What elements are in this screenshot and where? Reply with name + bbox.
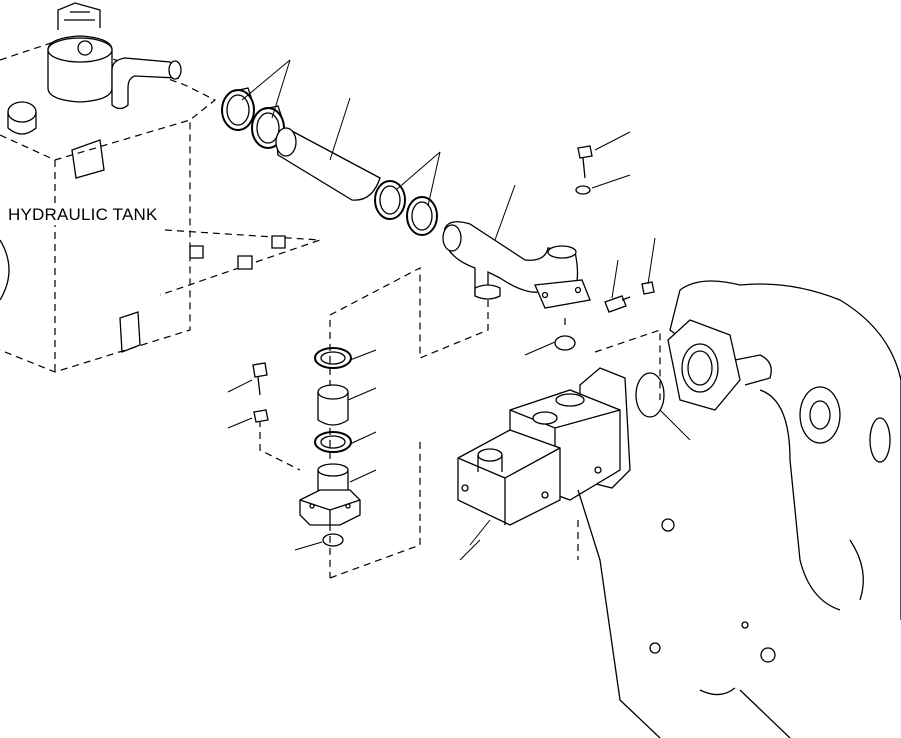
flange-bolt-upper <box>575 131 631 195</box>
hydraulic-tank-label: HYDRAULIC TANK <box>6 205 160 225</box>
assembly-leaders <box>259 267 661 579</box>
suction-hose <box>275 97 381 201</box>
pump-mount-bolt <box>604 237 656 313</box>
return-line-parts <box>227 347 377 551</box>
hose-clamp-pair-upper <box>221 59 291 149</box>
o-ring-pump <box>635 372 691 441</box>
suction-elbow <box>442 184 591 309</box>
hydraulic-pump <box>457 367 631 561</box>
hydraulic-tank <box>0 2 321 373</box>
hose-clamp-pair-lower <box>374 151 441 236</box>
o-ring-elbow <box>524 335 576 356</box>
transmission-housing <box>577 280 901 738</box>
tank-outlet-pipe <box>111 57 182 110</box>
